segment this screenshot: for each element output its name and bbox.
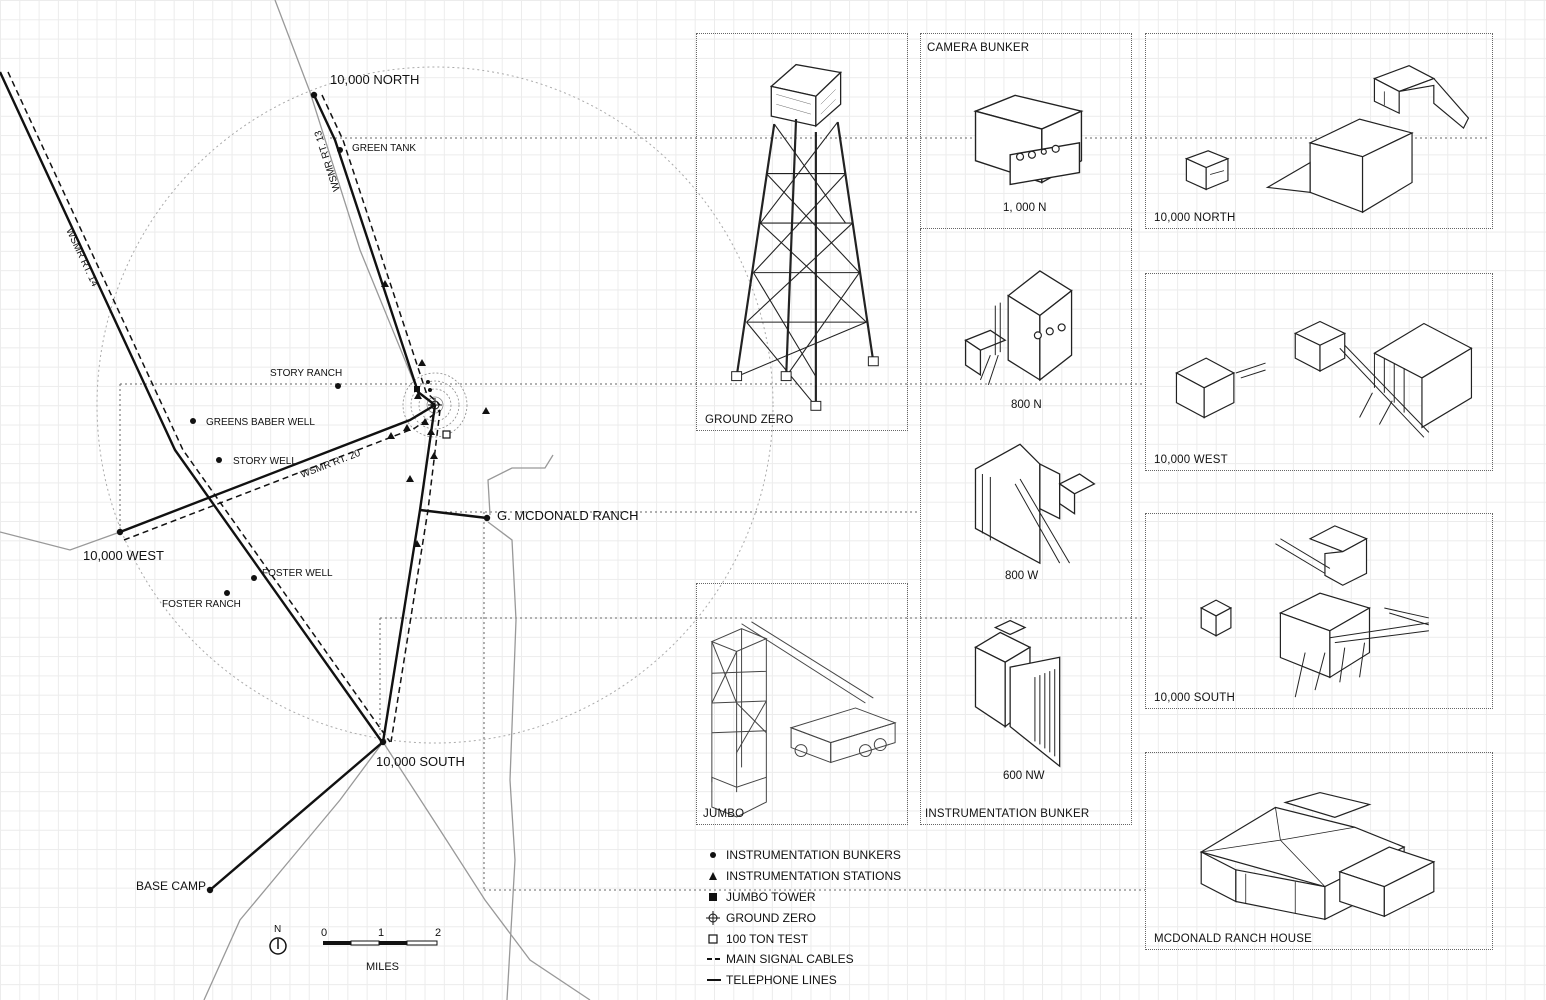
label-10000-north: 10,000 NORTH bbox=[330, 72, 419, 87]
signal-cables bbox=[7, 71, 441, 743]
label-foster-ranch: FOSTER RANCH bbox=[162, 599, 241, 610]
label-greens-baber-well: GREENS BABER WELL bbox=[206, 417, 315, 428]
legend-label: JUMBO TOWER bbox=[726, 889, 816, 904]
jumbo-tower-marker bbox=[414, 386, 420, 392]
panel-camera-bunker: CAMERA BUNKER 1, 000 N bbox=[920, 33, 1132, 229]
legend-label: MAIN SIGNAL CABLES bbox=[726, 952, 854, 967]
legend-item: MAIN SIGNAL CABLES bbox=[706, 949, 901, 970]
open-square-icon bbox=[708, 933, 718, 944]
panel-10000-south: 10,000 SOUTH bbox=[1145, 513, 1493, 709]
label-wsmr-13: WSMR RT. 13 bbox=[313, 129, 343, 193]
sub-label: 800 W bbox=[1005, 570, 1039, 582]
label-story-ranch: STORY RANCH bbox=[270, 368, 342, 379]
hundred-ton-test-marker bbox=[442, 430, 451, 439]
panel-label: 10,000 SOUTH bbox=[1154, 692, 1236, 704]
square-icon bbox=[709, 892, 717, 901]
jumbo-illustration bbox=[710, 621, 897, 818]
label-10000-west: 10,000 WEST bbox=[83, 548, 164, 563]
legend: INSTRUMENTATION BUNKERS INSTRUMENTATION … bbox=[706, 845, 901, 991]
triangle-icon bbox=[709, 872, 717, 881]
ground-zero-marker bbox=[428, 398, 442, 412]
panel-10000-north: 10,000 NORTH bbox=[1145, 33, 1493, 229]
panel-label: 10,000 WEST bbox=[1154, 454, 1228, 466]
panel-label: GROUND ZERO bbox=[705, 414, 794, 426]
ranch-house-illustration bbox=[1199, 791, 1436, 921]
legend-item: INSTRUMENTATION STATIONS bbox=[706, 866, 901, 887]
crosshair-icon bbox=[706, 910, 720, 925]
label-story-well: STORY WELL bbox=[233, 456, 297, 467]
panel-instrumentation-bunker: 800 N 800 W 600 NW INSTRUMENTATION BUNKE… bbox=[920, 229, 1132, 825]
legend-label: INSTRUMENTATION BUNKERS bbox=[726, 848, 901, 863]
sub-label: 800 N bbox=[1011, 399, 1042, 411]
legend-label: 100 TON TEST bbox=[726, 931, 809, 946]
panel-label: 10,000 NORTH bbox=[1154, 212, 1236, 224]
scale-bar: N 0 1 2 MILES bbox=[268, 924, 458, 974]
label-g-mcdonald-ranch: G. MCDONALD RANCH bbox=[497, 508, 639, 523]
panel-label: CAMERA BUNKER bbox=[927, 42, 1030, 54]
sub-label: 1, 000 N bbox=[1003, 202, 1047, 214]
guide-lines bbox=[119, 137, 1490, 891]
south-station-illustration bbox=[1199, 525, 1430, 698]
panel-jumbo: JUMBO bbox=[696, 583, 908, 825]
panel-mcdonald-ranch-house: MCDONALD RANCH HOUSE bbox=[1145, 752, 1493, 950]
scale-tick-1: 1 bbox=[378, 927, 384, 939]
label-base-camp: BASE CAMP bbox=[136, 879, 206, 893]
label-foster-well: FOSTER WELL bbox=[262, 568, 333, 579]
bunker-800n-illustration bbox=[964, 270, 1096, 768]
panel-ground-zero: GROUND ZERO bbox=[696, 33, 908, 431]
north-station-illustration bbox=[1184, 65, 1470, 214]
legend-item: 100 TON TEST bbox=[706, 928, 901, 949]
legend-item: GROUND ZERO bbox=[706, 907, 901, 928]
instrumentation-stations bbox=[381, 280, 490, 547]
dot-icon bbox=[710, 852, 716, 859]
west-station-illustration bbox=[1175, 320, 1473, 438]
label-wsmr-20: WSMR RT. 20 bbox=[299, 448, 362, 481]
background-roads bbox=[0, 0, 591, 1000]
ground-zero-tower-illustration bbox=[731, 63, 879, 411]
scale-tick-0: 0 bbox=[321, 927, 327, 939]
panel-label: JUMBO bbox=[703, 808, 745, 820]
legend-label: GROUND ZERO bbox=[726, 910, 816, 925]
legend-item: TELEPHONE LINES bbox=[706, 970, 901, 991]
legend-item: INSTRUMENTATION BUNKERS bbox=[706, 845, 901, 866]
dashed-line-icon bbox=[707, 958, 721, 961]
panel-label: INSTRUMENTATION BUNKER bbox=[925, 808, 1090, 820]
instrumentation-bunkers bbox=[116, 91, 491, 894]
sub-label: 600 NW bbox=[1003, 770, 1045, 782]
solid-line-icon bbox=[707, 979, 721, 982]
label-green-tank: GREEN TANK bbox=[352, 143, 416, 154]
telephone-lines bbox=[0, 71, 488, 891]
legend-label: INSTRUMENTATION STATIONS bbox=[726, 869, 902, 884]
camera-bunker-illustration bbox=[973, 94, 1084, 186]
north-label: N bbox=[274, 924, 281, 935]
panel-label: MCDONALD RANCH HOUSE bbox=[1154, 933, 1312, 945]
range-circle bbox=[96, 66, 774, 744]
north-arrow-icon bbox=[269, 937, 287, 955]
panel-10000-west: 10,000 WEST bbox=[1145, 273, 1493, 471]
legend-label: TELEPHONE LINES bbox=[726, 973, 837, 988]
scale-tick-2: 2 bbox=[435, 927, 441, 939]
label-10000-south: 10,000 SOUTH bbox=[376, 754, 465, 769]
scale-unit: MILES bbox=[366, 961, 399, 973]
legend-item: JUMBO TOWER bbox=[706, 887, 901, 908]
